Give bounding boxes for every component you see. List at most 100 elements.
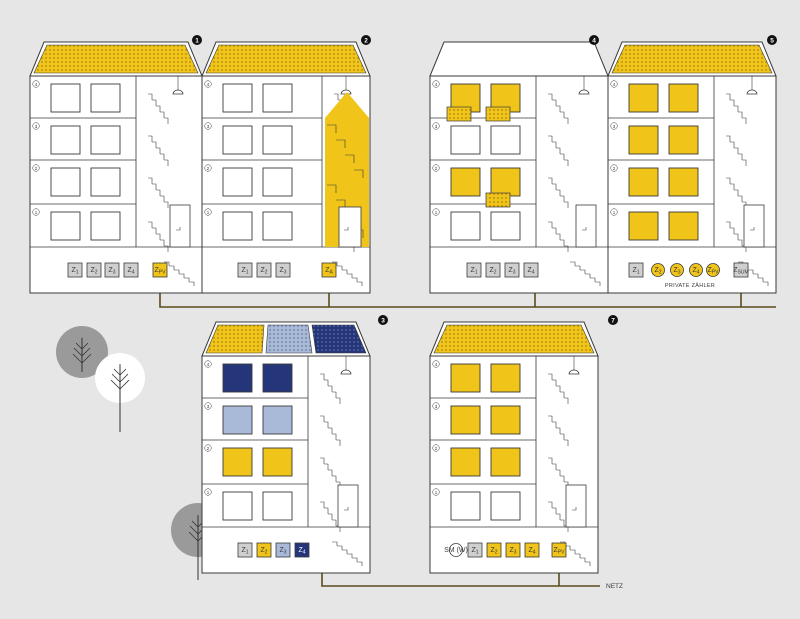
meter-label: SM (W): [444, 547, 468, 554]
meter-label: Z4: [298, 547, 305, 556]
window: [668, 83, 699, 113]
floor-label: 3: [435, 124, 438, 129]
window: [90, 125, 121, 155]
basement-stairs: [570, 261, 601, 286]
meter-label: Z3: [279, 267, 286, 276]
floor-label: 2: [35, 166, 38, 171]
meter-box: [67, 262, 83, 278]
badge-dot: [767, 35, 777, 45]
meter-label: ZPV: [554, 547, 566, 556]
entrance-door: [743, 204, 765, 248]
window: [490, 125, 521, 155]
building-number: 4: [592, 37, 596, 44]
lamp-icon: [746, 89, 758, 95]
meter-label: Z3: [279, 547, 286, 556]
staircase: [548, 373, 569, 532]
window: [262, 83, 293, 113]
floor-label: 3: [613, 124, 616, 129]
basement-stairs: [560, 541, 591, 566]
solar-panel-blue: [265, 324, 313, 354]
tree-icon: [95, 353, 145, 432]
building-number: 5: [770, 37, 774, 44]
badge-dot: [589, 35, 599, 45]
solar-panel: [33, 44, 199, 74]
entrance-door: [337, 484, 359, 528]
meter-box: [256, 542, 272, 558]
meter-box: [505, 542, 521, 558]
floor-label-badge: [610, 80, 618, 88]
balcony-solar-panel: [485, 192, 511, 208]
staircase: [548, 93, 569, 252]
badge-dot: [361, 35, 371, 45]
meter-label: Z2: [489, 267, 496, 276]
floor-label: 2: [207, 166, 210, 171]
building-number-badge: 3: [378, 315, 388, 325]
floor-label-badge: [610, 208, 618, 216]
floor-label: 2: [207, 446, 210, 451]
badge-dot: [378, 315, 388, 325]
balcony-solar-panel: [446, 106, 472, 122]
window: [490, 405, 521, 435]
meter-box: [485, 262, 501, 278]
floor-label: 4: [207, 82, 210, 87]
floor-label-badge: [204, 402, 212, 410]
window: [450, 405, 481, 435]
window: [490, 211, 521, 241]
floor-label: 1: [207, 210, 210, 215]
entrance-door: [169, 204, 191, 248]
floor-label-badge: [204, 122, 212, 130]
meter-box: [86, 262, 102, 278]
window: [450, 211, 481, 241]
meter-box: [321, 262, 337, 278]
solar-panel: [433, 324, 595, 354]
building-number-badge: 2: [361, 35, 371, 45]
meter-label: Z3: [108, 267, 115, 276]
meter-box: [275, 542, 291, 558]
building-number-badge: 5: [767, 35, 777, 45]
window: [262, 125, 293, 155]
window: [668, 125, 699, 155]
door-handle: [572, 507, 577, 511]
floor-label: 2: [435, 446, 438, 451]
meter-circle: [651, 263, 665, 277]
staircase: [320, 373, 341, 532]
building-number-badge: 4: [589, 35, 599, 45]
window: [50, 167, 81, 197]
window: [450, 447, 481, 477]
meter-label: Z4: [692, 267, 699, 276]
solar-panel: [611, 44, 773, 74]
floor-label-badge: [432, 360, 440, 368]
floor-label-badge: [32, 122, 40, 130]
floor-label-badge: [432, 444, 440, 452]
window: [450, 167, 481, 197]
meter-label: Z1: [470, 267, 477, 276]
meter-label: ZPV: [708, 267, 720, 276]
window: [50, 125, 81, 155]
window: [628, 167, 659, 197]
meter-label: Z2: [260, 547, 267, 556]
floor-label-badge: [432, 402, 440, 410]
window: [222, 125, 253, 155]
meter-label: ZPV: [155, 267, 167, 276]
meter-label: Z2: [90, 267, 97, 276]
meter-label: Z4: [127, 267, 134, 276]
meter-box: [467, 542, 483, 558]
building-number-badge: 7: [608, 315, 618, 325]
window: [262, 405, 293, 435]
floor-label-badge: [610, 122, 618, 130]
private-meter-caption: PRIVATE ZÄHLER: [665, 282, 715, 289]
lamp-icon: [340, 369, 352, 375]
window: [262, 363, 293, 393]
lit-staircase: [325, 92, 369, 248]
meter-box: [466, 262, 482, 278]
lamp-icon: [172, 89, 184, 95]
meter-box: [523, 262, 539, 278]
floor-label-badge: [432, 80, 440, 88]
meter-box: [104, 262, 120, 278]
